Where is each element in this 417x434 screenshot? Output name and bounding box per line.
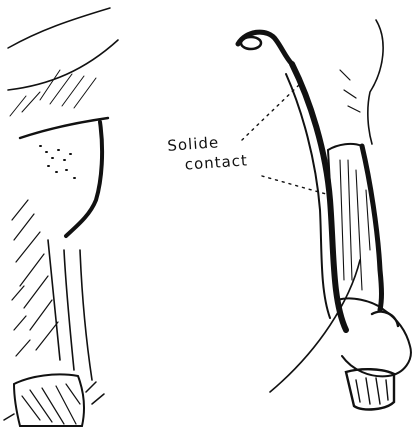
right-hoof-hatch	[356, 378, 388, 404]
right-upper-shading	[340, 70, 360, 112]
left-knee-line	[20, 118, 108, 138]
left-top-outline	[8, 8, 110, 48]
left-front-edge	[66, 122, 102, 236]
right-hoof-sketch	[238, 20, 411, 409]
fetlock	[338, 298, 411, 376]
left-hatch-upper	[10, 70, 96, 116]
left-dots	[40, 146, 75, 178]
left-hoof-hatch	[22, 384, 80, 424]
strap-ring	[241, 37, 261, 49]
cannon-hatch	[340, 160, 370, 290]
annotation-label: Solide contact	[167, 128, 280, 176]
cannon-top	[328, 144, 362, 150]
left-upper-curve	[8, 40, 118, 90]
fetlock-ring	[372, 312, 398, 326]
strap-inner-curve	[286, 74, 330, 318]
cannon-right-edge	[362, 146, 382, 310]
left-cannon	[48, 240, 92, 380]
left-ground	[4, 382, 104, 420]
left-leg-sketch	[4, 8, 118, 426]
right-upper-leg	[368, 20, 383, 144]
